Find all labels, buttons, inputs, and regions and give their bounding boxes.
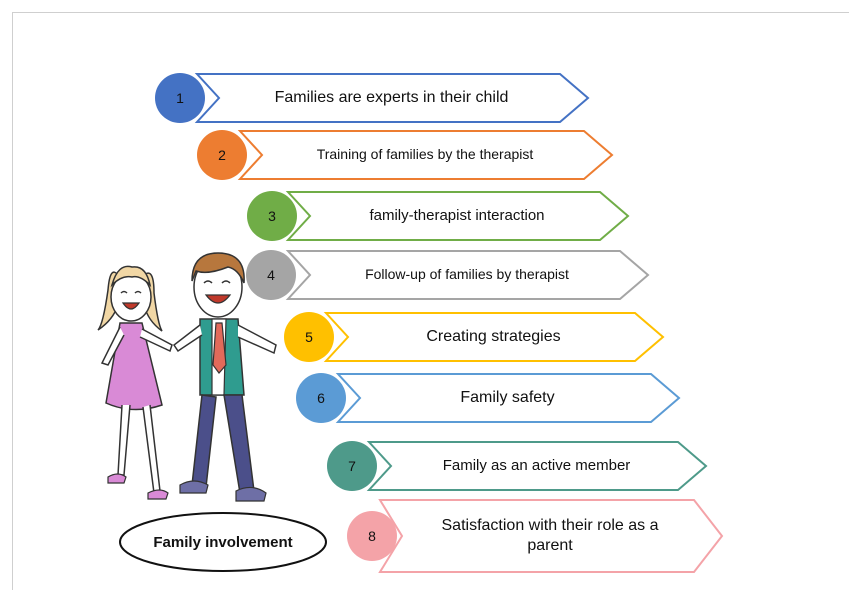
step-5-chevron: [323, 312, 665, 362]
frame-left-border: [12, 12, 13, 590]
frame-top-border: [12, 12, 849, 13]
step-4-chevron: [285, 250, 650, 300]
step-label: Family safety: [460, 389, 555, 406]
step-7-chevron: [366, 441, 708, 491]
step-label: Family as an active member: [442, 456, 631, 474]
step-8-chevron: [378, 499, 724, 573]
step-1-chevron: [194, 73, 590, 123]
step-4-badge: [246, 250, 296, 300]
step-number: 5: [305, 329, 313, 345]
step-number: 2: [218, 147, 226, 163]
step-label: Satisfaction with their role as a parent: [441, 517, 659, 554]
step-number: 1: [176, 90, 184, 106]
title-oval: [119, 512, 327, 572]
step-label: family-therapist interaction: [369, 206, 545, 224]
step-label: Training of families by the therapist: [316, 146, 534, 163]
step-3-chevron: [285, 191, 630, 241]
step-5-badge: [284, 312, 334, 362]
step-number: 6: [317, 390, 325, 406]
step-1-badge: [155, 73, 205, 123]
step-number: 8: [368, 528, 376, 544]
step-label: Families are experts in their child: [274, 89, 509, 106]
step-6-badge: [296, 373, 346, 423]
step-2-chevron: [237, 130, 614, 180]
diagram-title: Family involvement: [153, 533, 293, 551]
step-8-badge: [347, 511, 397, 561]
step-number: 4: [267, 267, 275, 283]
step-7-badge: [327, 441, 377, 491]
step-label: Creating strategies: [426, 328, 561, 345]
family-illustration: [97, 252, 277, 502]
step-label: Follow-up of families by therapist: [365, 266, 569, 283]
step-number: 7: [348, 458, 356, 474]
step-3-badge: [247, 191, 297, 241]
step-6-chevron: [335, 373, 681, 423]
step-2-badge: [197, 130, 247, 180]
step-number: 3: [268, 208, 276, 224]
